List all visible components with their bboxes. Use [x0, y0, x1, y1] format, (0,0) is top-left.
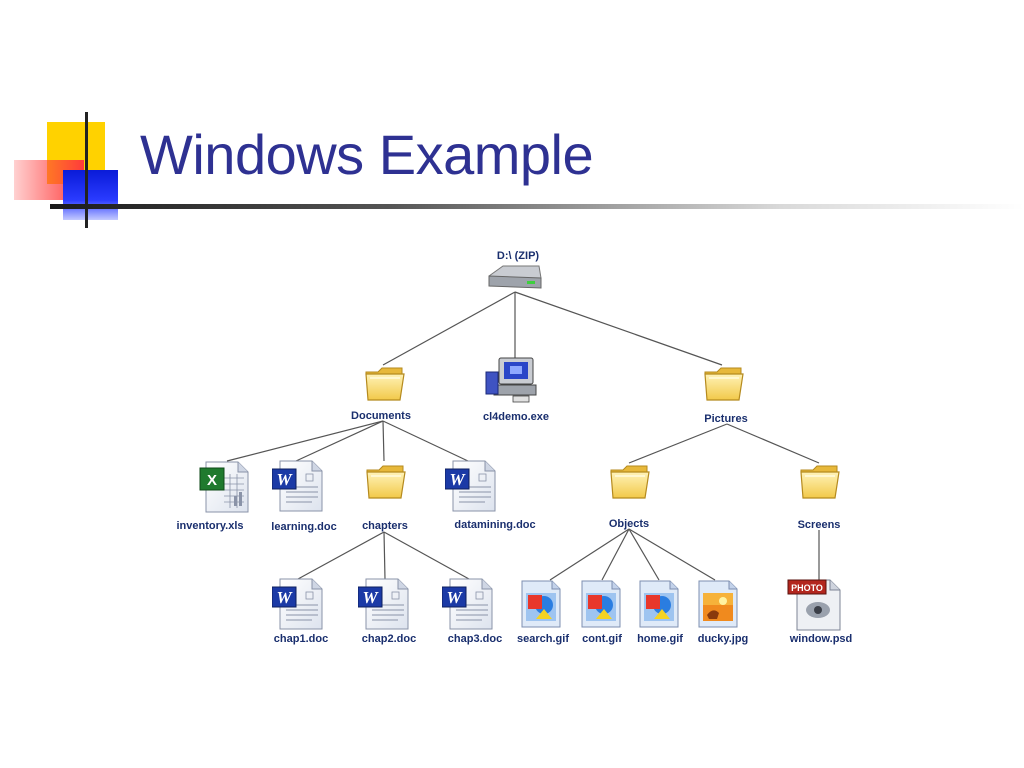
screens-label: Screens [798, 519, 841, 531]
title-underline [50, 204, 1024, 209]
image-file-icon [521, 580, 561, 628]
excel-file-icon [199, 461, 249, 513]
psd-file-icon: PHOTO [787, 579, 841, 631]
decor-blue-square [63, 170, 118, 220]
chap1-label: chap1.doc [274, 633, 328, 645]
window-label: window.psd [789, 633, 853, 645]
tree-connectors [226, 291, 820, 581]
pictures-label: Pictures [704, 413, 747, 425]
word-file-icon [272, 578, 323, 630]
photo-badge-text: PHOTO [791, 583, 823, 593]
documents-label: Documents [351, 410, 411, 422]
ducky-label: ducky.jpg [698, 633, 749, 645]
pictures-folder-icon [704, 367, 744, 401]
cont-label: cont.gif [582, 633, 622, 645]
objects-folder-icon [610, 465, 650, 499]
chap3-label: chap3.doc [448, 633, 502, 645]
chapters-folder-icon [366, 465, 406, 499]
word-file-icon [445, 460, 496, 512]
computer-exe-icon [485, 357, 537, 403]
chap2-label: chap2.doc [362, 633, 416, 645]
search-label: search.gif [517, 633, 569, 645]
documents-folder-icon [365, 367, 405, 401]
exe-label: cl4demo.exe [483, 411, 549, 423]
image-file-icon [639, 580, 679, 628]
slide-title: Windows Example [140, 123, 594, 186]
objects-label: Objects [609, 518, 649, 530]
word-file-icon [272, 460, 323, 512]
datamining-label: datamining.doc [454, 519, 535, 531]
home-label: home.gif [637, 633, 683, 645]
inventory-label: inventory.xls [176, 520, 243, 532]
photo-file-icon [698, 580, 738, 628]
word-file-icon [358, 578, 409, 630]
decor-vertical-line [85, 112, 88, 228]
image-file-icon [581, 580, 621, 628]
learning-label: learning.doc [271, 521, 336, 533]
screens-folder-icon [800, 465, 840, 499]
chapters-label: chapters [362, 520, 408, 532]
drive-icon [488, 265, 542, 289]
word-file-icon [442, 578, 493, 630]
root-drive-label: D:\ (ZIP) [497, 250, 539, 262]
